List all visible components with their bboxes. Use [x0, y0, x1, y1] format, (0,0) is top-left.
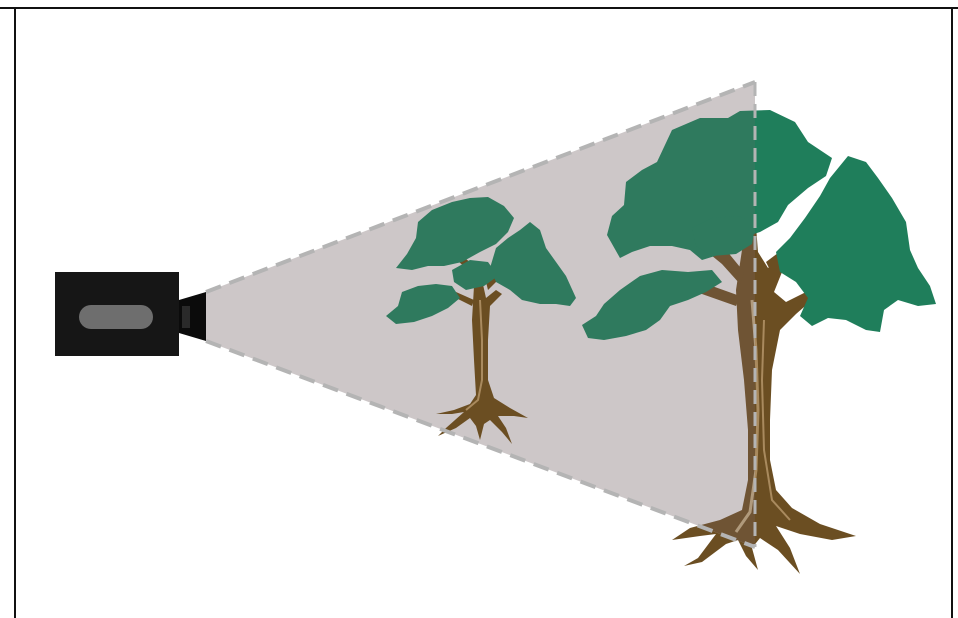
camera-lens-ring	[182, 306, 190, 328]
camera	[55, 272, 206, 356]
camera-window	[79, 305, 153, 329]
